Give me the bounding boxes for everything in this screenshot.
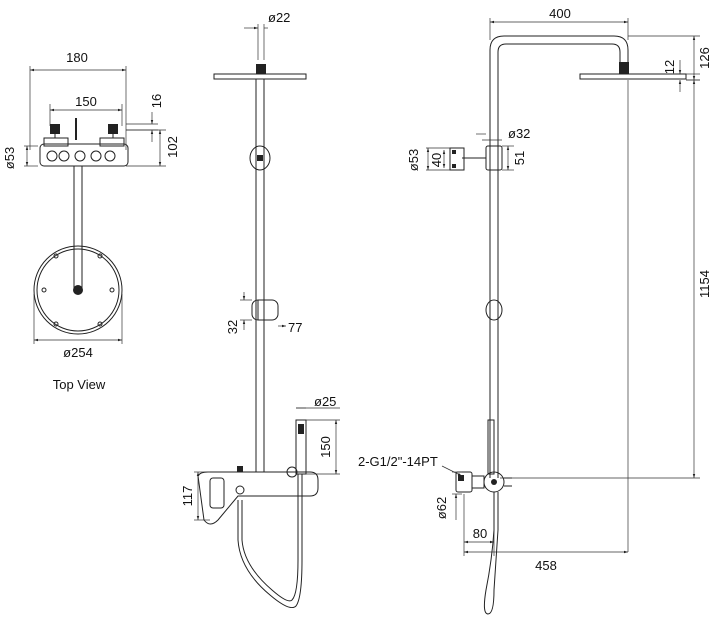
dim-o254: ø254 — [63, 345, 93, 360]
dim-o22: ø22 — [268, 10, 290, 25]
dim-o32: ø32 — [508, 126, 530, 141]
thread-spec: 2-G1/2"-14PT — [358, 454, 438, 469]
dim-458: 458 — [535, 558, 557, 573]
dim-51: 51 — [512, 151, 527, 165]
dim-o62: ø62 — [434, 497, 449, 519]
dim-80: 80 — [473, 526, 487, 541]
dim-126: 126 — [697, 47, 712, 69]
dim-40: 40 — [429, 153, 444, 167]
dim-16: 16 — [149, 94, 164, 108]
dim-o53-top: ø53 — [2, 147, 17, 169]
dim-102: 102 — [165, 136, 180, 158]
dim-12: 12 — [662, 60, 677, 74]
front-view: ø22 32 77 ø25 150 — [180, 10, 340, 609]
dim-77: 77 — [288, 320, 302, 335]
dim-o25: ø25 — [314, 394, 336, 409]
dim-400: 400 — [549, 6, 571, 21]
dim-150-front: 150 — [318, 436, 333, 458]
dim-32: 32 — [225, 320, 240, 334]
dim-1154: 1154 — [697, 270, 712, 298]
top-view-caption: Top View — [53, 377, 106, 392]
dim-117: 117 — [180, 486, 195, 507]
top-view: 180 150 16 102 ø53 — [2, 50, 180, 392]
side-view: 400 126 12 ø32 ø53 40 — [358, 6, 712, 615]
dim-150-top: 150 — [75, 94, 97, 109]
dim-o53-side: ø53 — [406, 149, 421, 171]
dim-180: 180 — [66, 50, 88, 65]
